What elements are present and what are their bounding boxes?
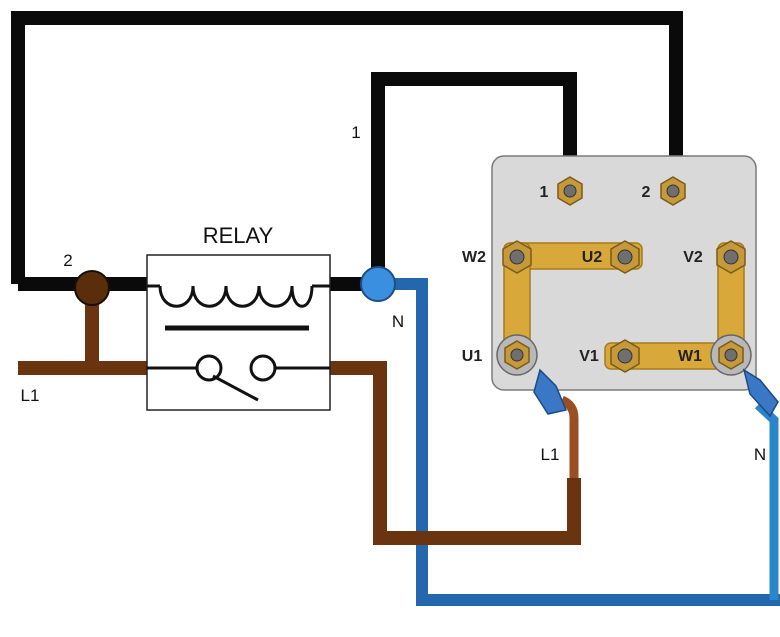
coil-wire-1-label: 1 xyxy=(351,123,360,142)
relay xyxy=(146,254,331,411)
neutral-wire-motor-tail xyxy=(754,401,779,600)
terminal-u2-label: U2 xyxy=(582,249,603,266)
terminal-w1-label: W1 xyxy=(678,348,702,365)
control-terminal-1 xyxy=(557,176,583,206)
coil-wire-2 xyxy=(11,11,683,284)
coil-wire-2-label: 2 xyxy=(63,251,72,270)
control-terminal-1-label: 1 xyxy=(540,184,549,201)
crimp-lug-u1 xyxy=(533,368,568,415)
relay-body xyxy=(146,254,331,411)
terminal-stud-v1 xyxy=(610,339,640,373)
neutral-wire-to-motor xyxy=(378,278,780,606)
terminal-w2-label: W2 xyxy=(462,249,486,266)
supply-line-label: L1 xyxy=(21,386,40,405)
control-terminal-2 xyxy=(660,176,686,206)
terminal-stud-w1 xyxy=(710,334,752,376)
junction-neutral xyxy=(360,266,396,302)
terminal-u1-label: U1 xyxy=(462,348,483,365)
coil-icon xyxy=(147,284,330,308)
relay-title: RELAY xyxy=(203,223,274,248)
crimp-lug-w1 xyxy=(742,368,779,418)
terminal-stud-w2 xyxy=(502,240,532,274)
switched-line-to-motor xyxy=(330,361,581,545)
terminal-v1-label: V1 xyxy=(579,348,599,365)
motor-neutral-label: N xyxy=(754,445,766,464)
coil-wire-1 xyxy=(371,72,577,284)
motor-terminal-box xyxy=(491,155,779,418)
terminal-stud-v2 xyxy=(716,240,746,274)
terminal-stud-u1 xyxy=(496,334,538,376)
normally-open-contact-icon xyxy=(147,354,330,402)
junction-2 xyxy=(74,270,110,306)
terminal-stud-u2 xyxy=(610,240,640,274)
terminal-v2-label: V2 xyxy=(683,249,703,266)
neutral-junction-label: N xyxy=(392,312,404,331)
motor-line-label: L1 xyxy=(541,445,560,464)
motor-line-lead xyxy=(560,395,579,478)
control-terminal-2-label: 2 xyxy=(642,184,651,201)
